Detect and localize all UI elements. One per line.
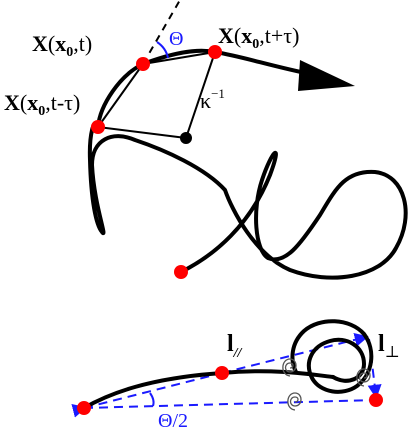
l-parallel-vector xyxy=(221,332,369,374)
trajectory-arrowhead xyxy=(298,60,355,91)
small-spiral-3 xyxy=(356,368,371,387)
trajectory-start-point xyxy=(174,265,188,279)
label-x-t-plus-tau: X(x0,t+τ) xyxy=(218,23,299,52)
point-t-plus-tau xyxy=(208,45,222,59)
curvature-radius-label: κ−1 xyxy=(200,86,225,113)
dashed-chord-mid xyxy=(71,372,223,418)
curvature-center-dot xyxy=(180,132,192,144)
bottom-point-left xyxy=(77,401,91,415)
large-spiral xyxy=(290,319,374,394)
l-parallel-label: l// xyxy=(227,331,243,361)
chord-right xyxy=(142,51,216,65)
top-figure: X(x0,t-τ) X(x0,t) X(x0,t+τ) Θ κ−1 xyxy=(4,0,408,280)
l-perp-label: l⊥ xyxy=(378,331,400,361)
half-theta-label: Θ/2 xyxy=(158,410,188,431)
dashed-chord-base xyxy=(83,399,377,409)
label-x-t: X(x0,t) xyxy=(32,31,92,60)
bottom-figure: l// l⊥ Θ/2 xyxy=(71,319,400,431)
small-spiral-2 xyxy=(287,392,302,411)
radius-right xyxy=(185,51,216,139)
theta-label: Θ xyxy=(169,28,183,50)
point-t xyxy=(136,57,150,71)
chord-left xyxy=(97,63,144,128)
trajectory-curve xyxy=(87,48,408,280)
l-perp-vector xyxy=(367,338,382,399)
small-spiral-1 xyxy=(282,358,297,377)
radius-left xyxy=(97,126,187,139)
theta-angle-arc xyxy=(156,41,169,59)
bottom-point-mid xyxy=(215,366,229,380)
half-theta-arc xyxy=(149,392,155,407)
point-t-minus-tau xyxy=(91,120,105,134)
bottom-point-right xyxy=(369,393,383,407)
label-x-t-minus-tau: X(x0,t-τ) xyxy=(4,90,80,119)
